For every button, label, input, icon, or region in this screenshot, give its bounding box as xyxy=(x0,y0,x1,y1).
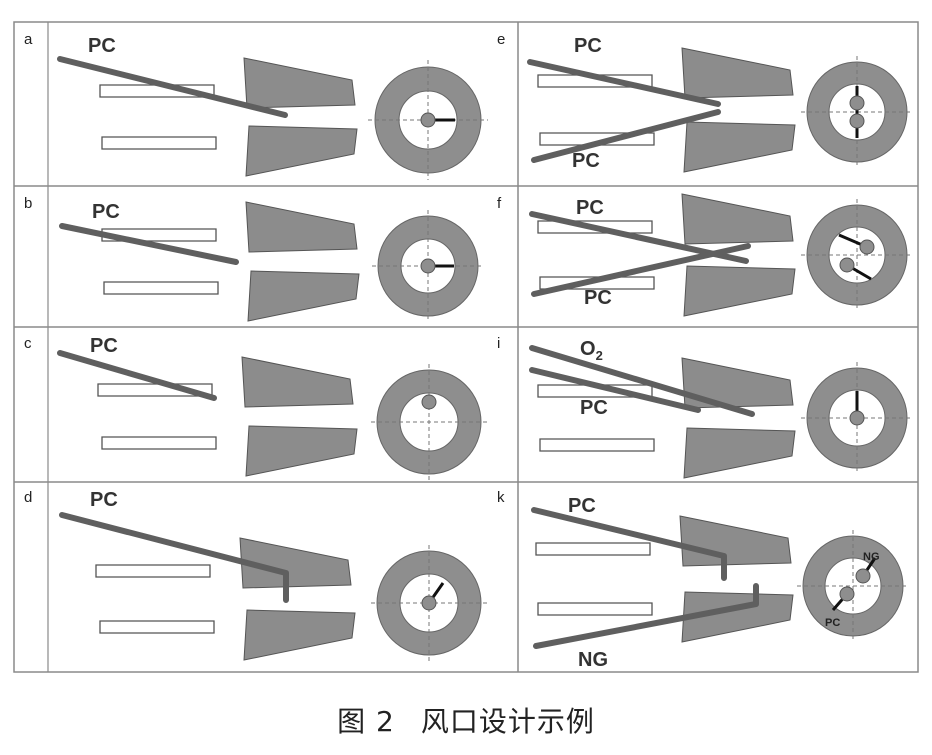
pc-label-lower: PC xyxy=(584,287,612,309)
pc-label-lower: PC xyxy=(572,150,600,172)
pc-small-label: PC xyxy=(825,617,840,629)
panel-d: d PC xyxy=(24,489,487,661)
pc-label: PC xyxy=(90,335,118,357)
pc-label-upper: PC xyxy=(574,35,602,57)
tuyere-design-figure: a PC b PC c xyxy=(13,21,919,673)
tuyere-cross-section xyxy=(801,362,913,474)
panel-i: i O2 PC xyxy=(497,335,913,479)
pc-label: PC xyxy=(580,397,608,419)
tuyere-cross-section: NG PC xyxy=(797,530,909,642)
tuyere-cross-section xyxy=(801,199,913,311)
ng-small-label: NG xyxy=(863,551,880,563)
tuyere-cross-section xyxy=(372,210,484,322)
panel-id-label: b xyxy=(24,195,32,212)
panel-id-label: e xyxy=(497,31,505,48)
tuyere-lower xyxy=(101,125,358,177)
o2-label-subscript: 2 xyxy=(596,348,603,363)
pc-label: PC xyxy=(90,489,118,511)
pc-label: PC xyxy=(88,35,116,57)
panel-b: b PC xyxy=(24,195,484,322)
panel-c: c PC xyxy=(24,335,487,480)
figure-caption: 图 2 风口设计示例 xyxy=(0,700,932,740)
o2-lance xyxy=(529,345,755,417)
ng-label: NG xyxy=(578,649,608,671)
tuyere-lower xyxy=(101,425,358,477)
panel-f: f PC PC xyxy=(497,193,913,317)
tuyere-cross-section xyxy=(371,545,487,661)
figure-title: 风口设计示例 xyxy=(420,705,595,738)
tuyere-upper xyxy=(95,537,352,589)
pc-label: PC xyxy=(568,495,596,517)
tuyere-cross-section xyxy=(801,56,913,168)
panel-id-label: a xyxy=(24,31,33,48)
pc-label-upper: PC xyxy=(576,197,604,219)
tuyere-cross-section xyxy=(368,60,488,180)
o2-label: O2 xyxy=(580,338,603,363)
tuyere-lower xyxy=(539,427,796,479)
panel-id-label: d xyxy=(24,489,32,506)
pc-label: PC xyxy=(92,201,120,223)
pc-lance xyxy=(57,56,288,118)
tuyere-lower xyxy=(99,609,356,661)
pc-lance xyxy=(57,350,217,401)
pc-lance-lower xyxy=(531,243,751,297)
pc-lance xyxy=(59,223,239,265)
tuyere-cross-section xyxy=(371,364,487,480)
panel-id-label: k xyxy=(497,489,505,506)
panel-k: k PC NG NG PC xyxy=(497,489,909,671)
o2-label-main: O xyxy=(580,338,596,360)
panel-e: e PC PC xyxy=(497,31,913,173)
ng-lance-bent xyxy=(533,583,759,649)
pc-lance-upper xyxy=(527,59,721,107)
figure-frame xyxy=(13,21,919,673)
tuyere-upper xyxy=(97,356,354,408)
pc-lance-bent xyxy=(531,507,727,581)
tuyere-lower xyxy=(539,265,796,317)
panel-a: a PC xyxy=(24,31,488,180)
pc-lance xyxy=(529,367,701,413)
figure-number: 图 2 xyxy=(337,705,395,738)
panel-id-label: f xyxy=(497,195,502,212)
panel-id-label: i xyxy=(497,335,500,352)
pc-lance-bent xyxy=(59,512,289,603)
panel-id-label: c xyxy=(24,335,32,352)
pc-lance-lower xyxy=(531,109,721,163)
tuyere-lower xyxy=(103,270,360,322)
